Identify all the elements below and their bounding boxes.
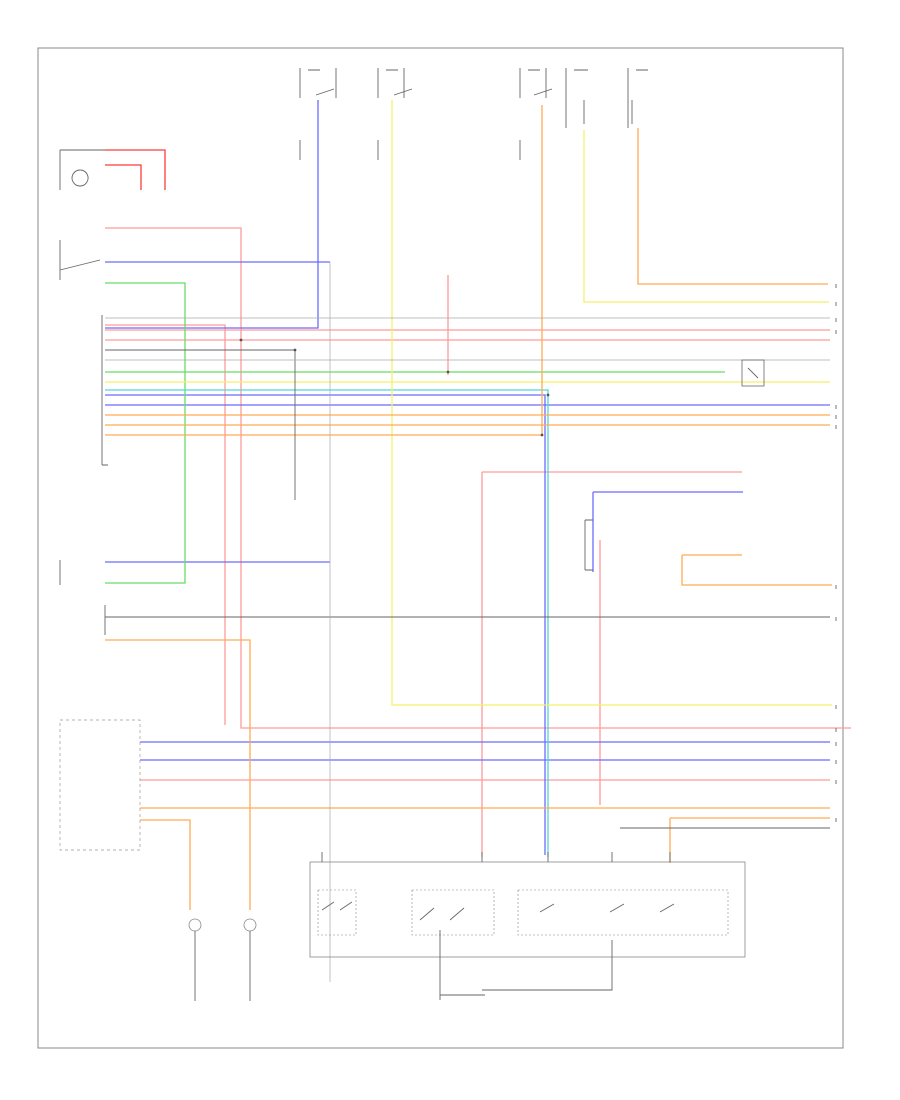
left-control-unit (59, 149, 108, 466)
wires-yellow (105, 100, 832, 706)
top-fuse-block (299, 68, 648, 160)
wires-blue (105, 100, 830, 855)
wires-green (105, 282, 725, 584)
diagram-frame (37, 47, 844, 1049)
lower-left-connector (59, 719, 141, 851)
junction-nodes (239, 338, 550, 437)
bottom-switch-module (309, 852, 746, 1000)
wires-red (105, 149, 851, 857)
wires-gray (59, 349, 830, 829)
reference-lines (105, 262, 830, 982)
bottom-lamps (188, 918, 257, 1001)
right-sensor-symbols (584, 359, 765, 571)
wires-cyan (105, 389, 549, 857)
wires-orange (105, 105, 832, 910)
